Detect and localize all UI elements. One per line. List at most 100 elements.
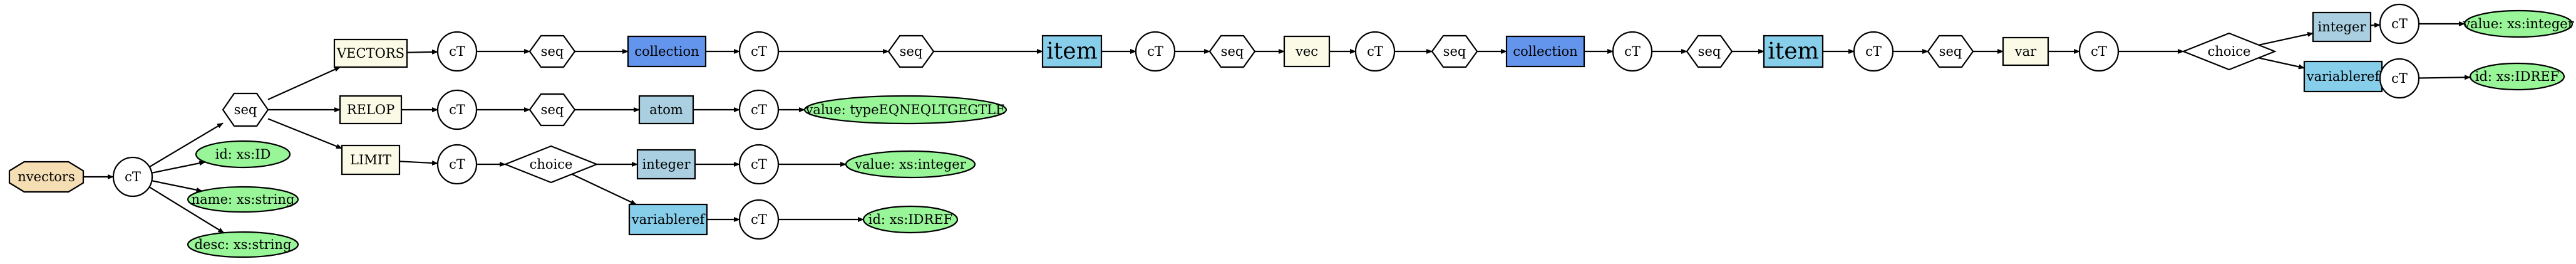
node-rect-n8: LIMIT [341, 144, 401, 176]
node-label: cT [1865, 44, 1882, 59]
ellipse-shape [187, 231, 299, 258]
rect-shape [2002, 36, 2049, 66]
circle-shape [738, 199, 780, 240]
node-ellipse-n39: value: typeEQNEQLTGEGTLE [803, 95, 1007, 125]
circle-shape [436, 144, 478, 185]
rect-shape [1283, 35, 1331, 68]
hexagon-shape [1927, 34, 1974, 68]
node-rect-n26: var [2002, 36, 2049, 66]
edge-n29-to-n30 [2370, 23, 2381, 28]
node-hexagon-n36: seq [528, 93, 576, 127]
node-label: value: xs:integer [2462, 16, 2574, 31]
node-label: cT [1367, 44, 1383, 59]
ellipse-shape [2463, 9, 2573, 38]
node-rect-n45: variableref [628, 203, 708, 236]
hexagon-shape [528, 93, 576, 127]
node-label: cT [751, 44, 767, 59]
circle-shape [738, 89, 780, 130]
rect-shape [1763, 34, 1824, 68]
edge-layer [83, 21, 2471, 234]
circle-shape [738, 144, 780, 185]
node-label: vec [1295, 44, 1318, 59]
ellipse-shape [845, 150, 976, 179]
circle-shape [2379, 3, 2420, 45]
edge-n28-to-n29 [2259, 31, 2314, 46]
node-ellipse-n34: id: xs:IDREF [2469, 62, 2565, 91]
node-label: cT [2091, 44, 2107, 59]
node-circle-n12: cT [738, 31, 780, 72]
ellipse-shape [187, 186, 299, 213]
node-circle-n30: cT [2379, 3, 2420, 45]
node-label: atom [649, 102, 683, 117]
edge-n1-to-n5 [148, 186, 225, 234]
node-label: variableref [631, 212, 706, 227]
edge-n6-to-n9 [406, 49, 439, 55]
node-rect-n14: item [1041, 34, 1103, 68]
node-label: desc: xs:string [195, 237, 292, 252]
rect-shape [628, 203, 708, 236]
edge-n2-to-n6 [267, 66, 341, 100]
node-hexagon-n22: seq [1686, 34, 1733, 68]
node-label: seq [1698, 44, 1721, 59]
node-circle-n21: cT [1612, 31, 1653, 72]
node-label: seq [1443, 44, 1466, 59]
node-label: seq [900, 44, 923, 59]
node-rect-n11: collection [627, 35, 707, 68]
circle-shape [112, 156, 153, 198]
node-label: LIMIT [350, 152, 391, 167]
rect-shape [341, 144, 401, 176]
node-label: var [2014, 44, 2037, 59]
node-label: value: xs:integer [854, 157, 966, 172]
rect-shape [638, 95, 694, 125]
node-rect-n42: integer [636, 149, 696, 180]
node-label: seq [1939, 44, 1962, 59]
node-rect-n20: collection [1505, 35, 1585, 68]
node-label: choice [530, 157, 573, 172]
node-label: seq [1221, 44, 1244, 59]
node-rect-n37: atom [638, 95, 694, 125]
node-label: cT [2391, 71, 2408, 86]
node-circle-n15: cT [1135, 31, 1176, 72]
node-label: item [1046, 39, 1097, 65]
node-hexagon-n2: seq [222, 92, 269, 127]
diamond-shape [503, 145, 599, 184]
node-rect-n32: variableref [2303, 60, 2383, 93]
hexagon-shape [1431, 34, 1478, 68]
ellipse-shape [862, 205, 959, 234]
edge-n8-to-n40 [399, 160, 439, 166]
node-label: cT [751, 157, 767, 172]
node-circle-n40: cT [436, 144, 478, 185]
node-hexagon-n10: seq [528, 34, 576, 68]
ellipse-shape [2469, 62, 2565, 91]
node-label: cT [125, 169, 141, 184]
circle-shape [436, 31, 478, 72]
node-ellipse-n5: desc: xs:string [187, 231, 299, 258]
node-label: value: typeEQNEQLTGEGTLE [805, 102, 1006, 117]
circle-shape [1135, 31, 1176, 72]
node-circle-n38: cT [738, 89, 780, 130]
node-hexagon-n19: seq [1431, 34, 1478, 68]
node-rect-n7: RELOP [339, 95, 403, 125]
node-ellipse-n4: name: xs:string [187, 186, 299, 213]
node-label: integer [642, 157, 691, 172]
node-label: RELOP [347, 102, 394, 117]
node-circle-n43: cT [738, 144, 780, 185]
rect-shape [2303, 60, 2383, 93]
edge-n28-to-n32 [2258, 57, 2305, 70]
node-rect-n17: vec [1283, 35, 1331, 68]
node-ellipse-n3: id: xs:ID [195, 140, 291, 169]
rect-shape [333, 38, 408, 68]
edge-n1-to-n2 [149, 122, 224, 168]
node-label: VECTORS [336, 46, 404, 61]
circle-shape [1354, 31, 1396, 72]
edge-n33-to-n34 [2418, 75, 2471, 80]
node-label: name: xs:string [192, 192, 295, 207]
hexagon-shape [222, 92, 269, 127]
node-circle-n35: cT [436, 89, 478, 130]
ellipse-shape [803, 95, 1007, 125]
node-label: id: xs:IDREF [868, 212, 952, 227]
node-label: variableref [2306, 69, 2381, 84]
node-label: integer [2317, 19, 2366, 34]
hexagon-shape [528, 34, 576, 68]
